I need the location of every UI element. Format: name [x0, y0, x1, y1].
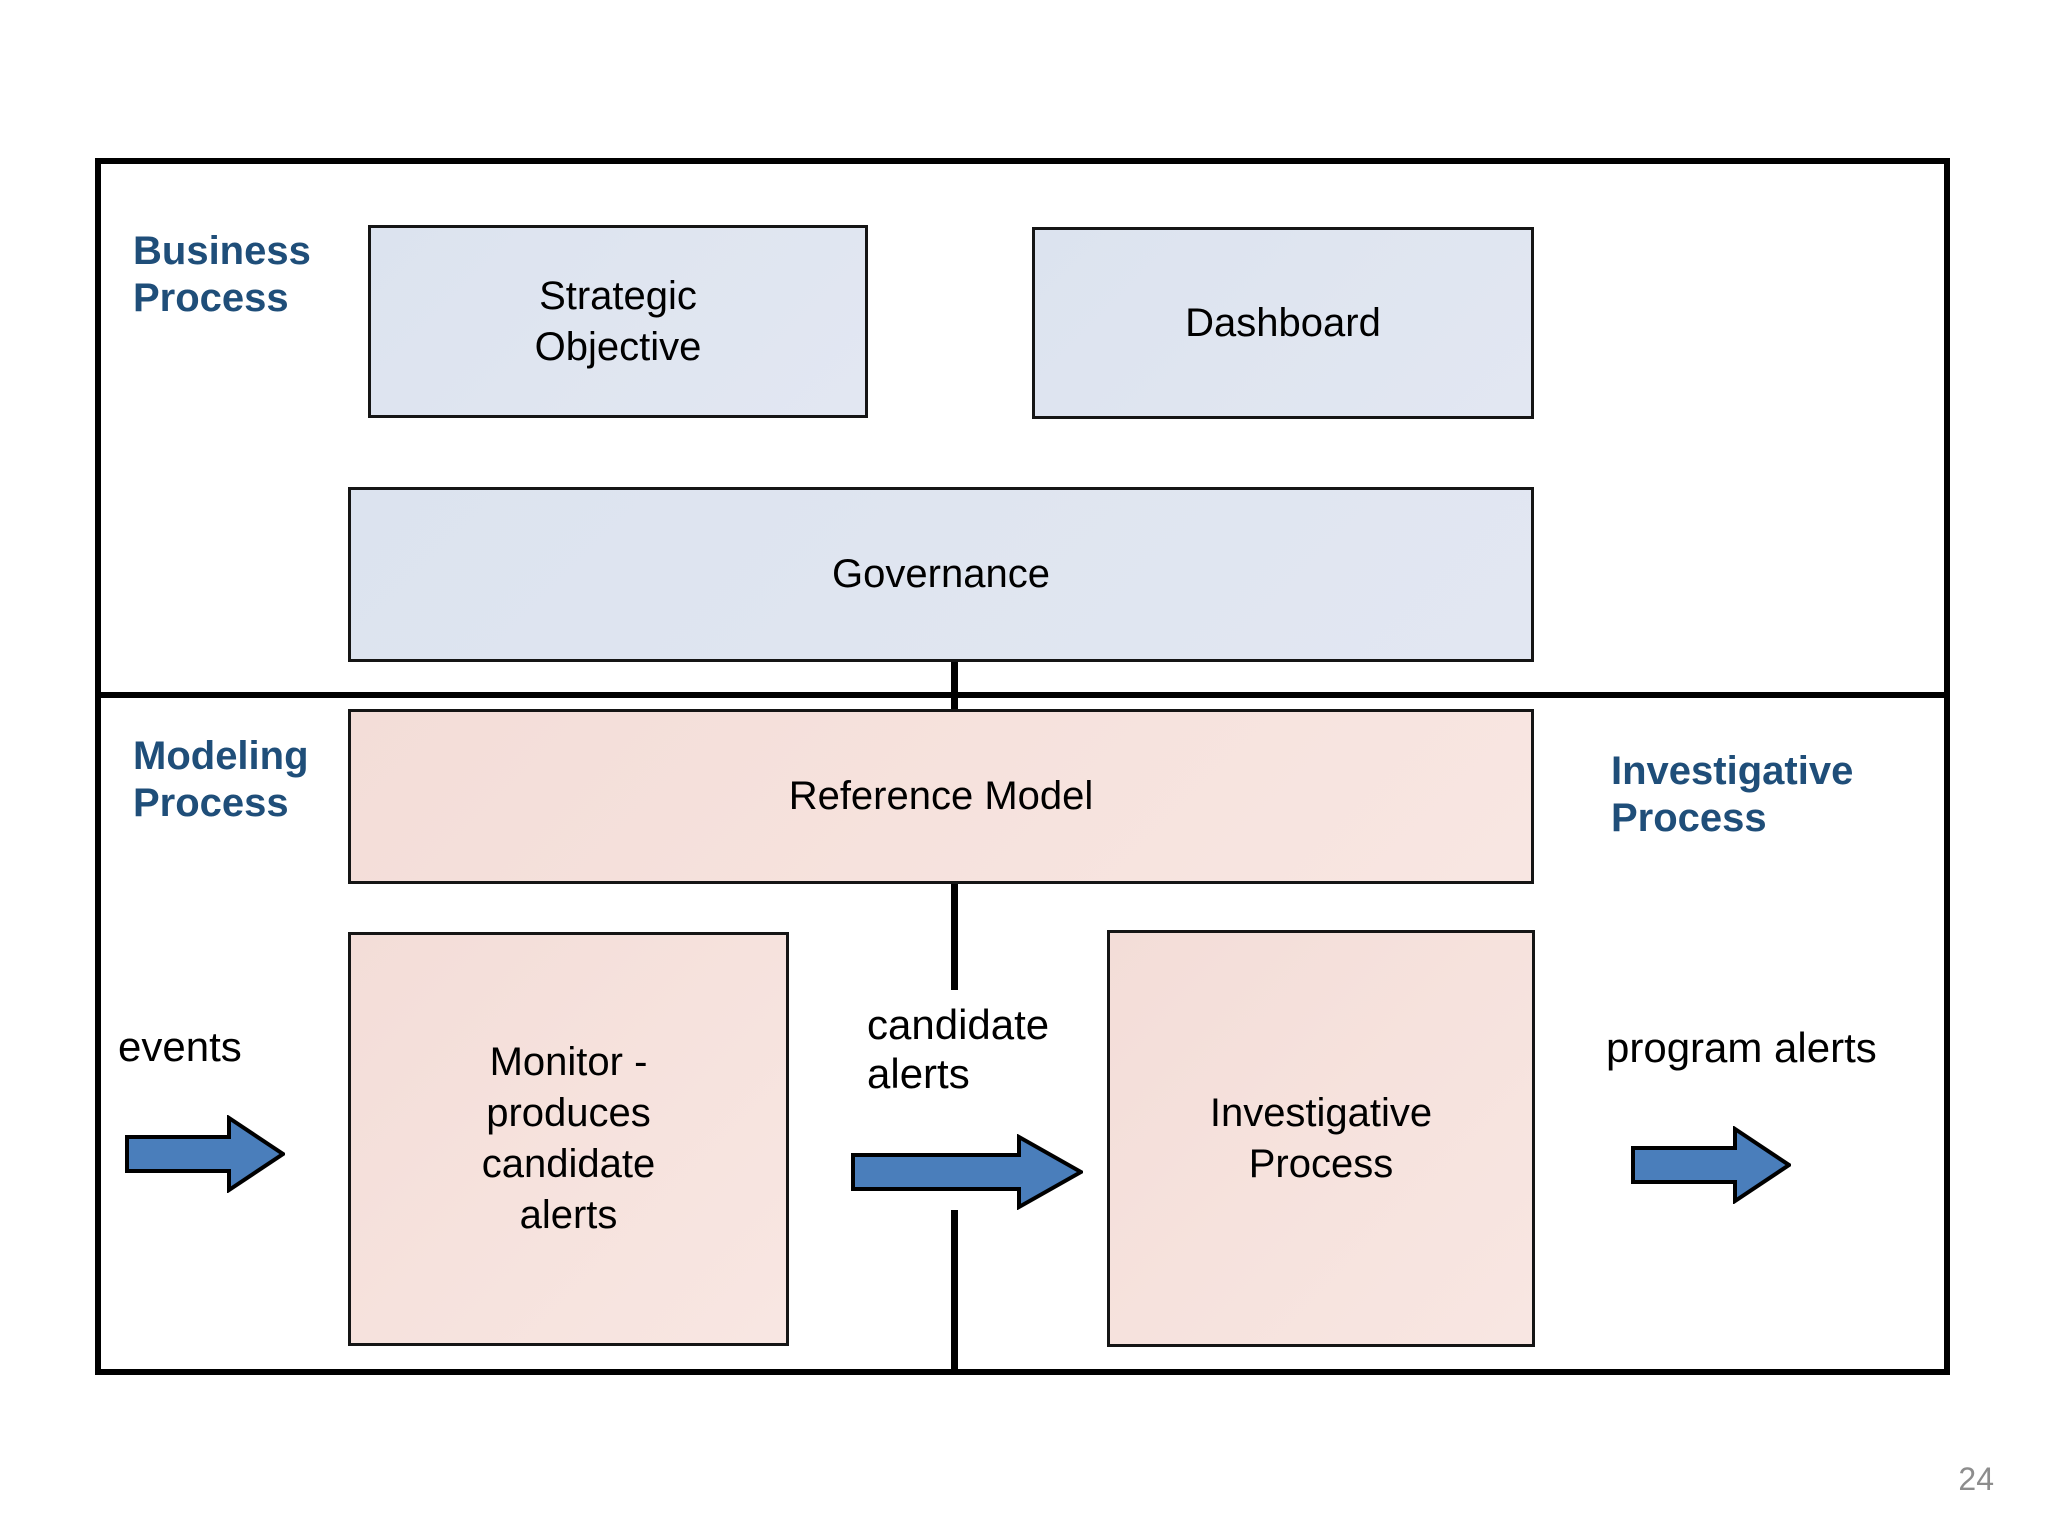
node-reference-model[interactable]: Reference Model: [348, 709, 1534, 884]
node-dashboard[interactable]: Dashboard: [1032, 227, 1534, 419]
node-governance[interactable]: Governance: [348, 487, 1534, 662]
node-investigative-process[interactable]: Investigative Process: [1107, 930, 1535, 1347]
flow-label-candidate-alerts: candidate alerts: [867, 1001, 1050, 1098]
connector-governance-to-reference: [951, 655, 958, 715]
page-number: 24: [1958, 1461, 1994, 1497]
lane-label-business-process: Business Process: [133, 229, 311, 320]
program-alerts-arrow-icon: [1631, 1126, 1791, 1204]
candidate-alerts-arrow-icon: [851, 1134, 1083, 1210]
events-arrow-icon: [125, 1115, 285, 1193]
flow-label-events: events: [118, 1023, 242, 1070]
flow-label-program-alerts: program alerts: [1606, 1024, 1877, 1071]
diagram-frame: [95, 158, 1950, 1375]
node-monitor-produces-candidate-alerts[interactable]: Monitor - produces candidate alerts: [348, 932, 789, 1346]
connector-bottom-segment: [951, 1210, 958, 1375]
lane-divider: [95, 692, 1950, 698]
node-strategic-objective[interactable]: Strategic Objective: [368, 225, 868, 418]
lane-label-investigative-process: Investigative Process: [1611, 749, 1854, 840]
connector-reference-down: [951, 880, 958, 990]
lane-label-modeling-process: Modeling Process: [133, 734, 309, 825]
